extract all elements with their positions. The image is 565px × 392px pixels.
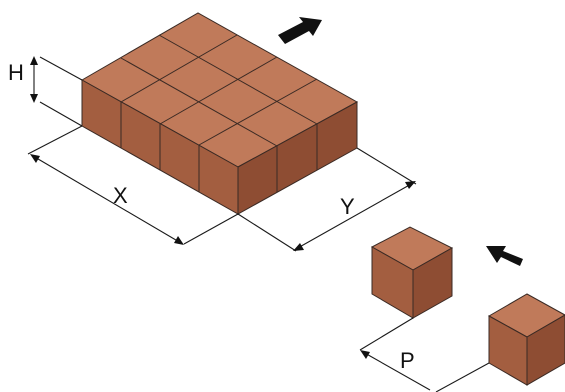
single-cube-lower: [487, 293, 565, 386]
direction-arrow-icon: [278, 17, 322, 44]
cube-layer-block: [80, 12, 359, 215]
pitch-label: P: [400, 348, 415, 373]
x-label: X: [113, 183, 128, 208]
x-dimension: [27, 125, 239, 245]
height-label: H: [8, 60, 24, 85]
y-label: Y: [340, 194, 355, 219]
height-dimension: [30, 56, 83, 127]
block-right-seams: [276, 124, 318, 192]
single-cube-upper: [370, 226, 454, 319]
block-top-grid: [120, 34, 318, 147]
y-dimension: [237, 147, 417, 252]
block-left-seams: [120, 102, 200, 192]
direction-arrow-icon: [486, 246, 523, 266]
pitch-dimension: [359, 317, 490, 392]
